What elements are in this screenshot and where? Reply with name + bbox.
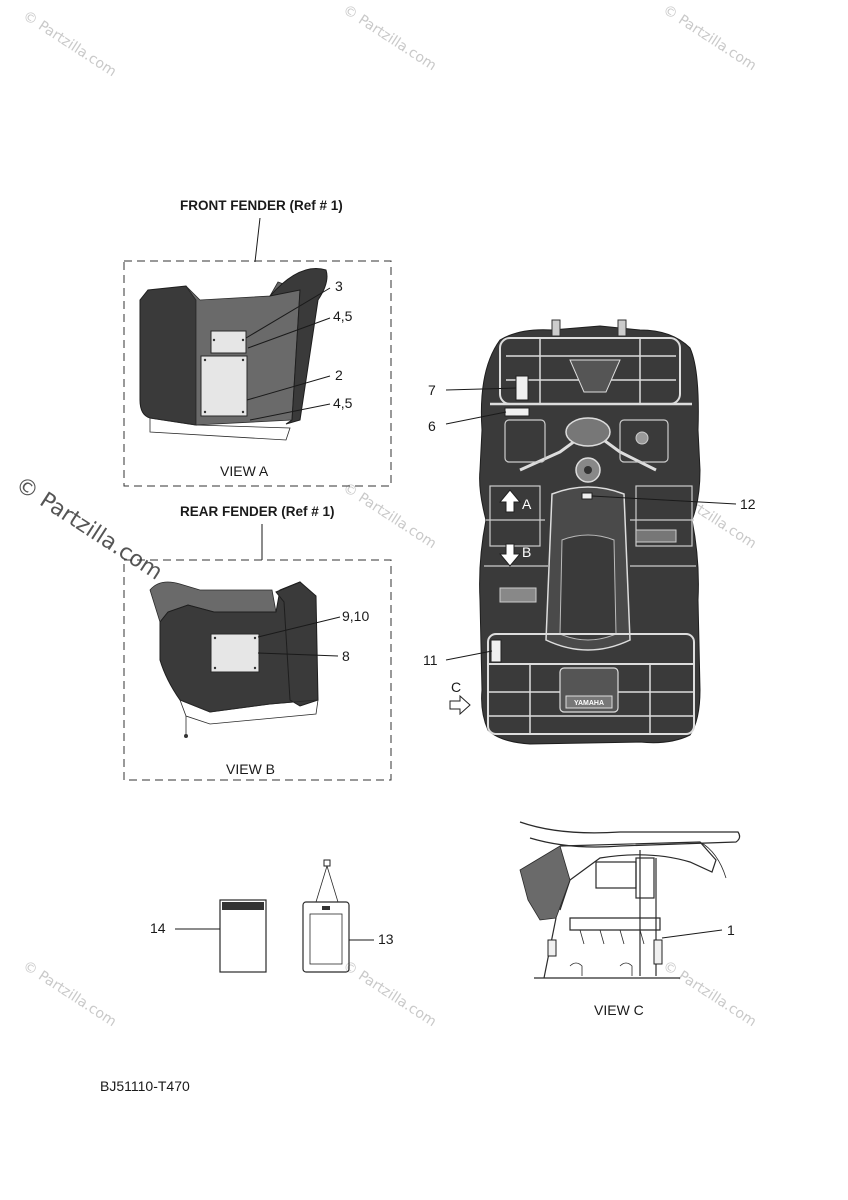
callout-label: 8 [342,648,350,664]
view-a-frame [123,260,392,487]
view-a-caption: VIEW A [220,463,269,479]
watermark-text: © Partzilla.com [20,8,119,80]
arrow-a-label: A [522,496,532,512]
callout-label: 3 [335,278,343,294]
decal-1-marker [547,939,557,957]
callout-leader [246,375,331,401]
callout-leader [249,403,331,421]
front-rack [490,319,692,406]
view-c: 1 VIEW C [519,821,741,1018]
decal-small-front [210,330,247,354]
view-a-title: FRONT FENDER (Ref # 1) [180,198,343,213]
decal-6-marker [504,407,530,417]
watermark-text: © Partzilla.com [20,958,119,1030]
view-b: REAR FENDER (Ref # 1) 9,10 8 VIEW B [123,504,392,781]
callout-label: 4,5 [333,395,353,411]
view-c-fender [519,845,571,921]
callout-label: 11 [423,652,438,668]
atv-brand-plate: YAMAHA [574,700,604,707]
decal-rear [210,633,260,673]
callout-label: 2 [335,367,343,383]
callout-label: 12 [740,496,756,512]
callout-leader [445,650,493,661]
part-13-tag [302,859,350,973]
handlebar-area [504,417,669,483]
watermark-text: © Partzilla.com [660,958,759,1030]
arrow-a: A [498,489,532,513]
fender-front-face [139,285,197,426]
decal-7-marker [515,375,529,401]
callout-leader [445,411,507,425]
callout-leader [661,929,723,939]
callout-leader [247,317,331,349]
callout-leader [257,652,339,657]
callout-label: 6 [428,418,436,434]
view-c-drawing [519,821,741,979]
arrow-b: B [498,543,531,567]
fender-wheel-arch [268,268,328,425]
view-b-caption: VIEW B [226,761,275,777]
view-c-caption: VIEW C [594,1002,644,1018]
callout-label: 1 [727,922,735,938]
callout-label: 14 [150,920,166,936]
view-b-frame [123,559,392,781]
decal-12-marker [581,492,593,500]
watermark-text: © Partzilla.com [340,958,439,1030]
watermark-text-large: © Partzilla.com [11,472,167,585]
view-b-title: REAR FENDER (Ref # 1) [180,504,335,519]
watermark-text: © Partzilla.com [340,2,439,74]
callout-leader [257,616,341,638]
loose-parts: 14 13 [150,859,394,973]
callout-leader [591,495,737,505]
callout-label: 13 [378,931,394,947]
arrow-b-label: B [522,544,531,560]
decal-11-marker [490,639,502,663]
view-c-battery-box [595,861,637,889]
rear-rack: YAMAHA [487,633,695,735]
fender-rear-end [275,581,319,707]
part-14-card [219,899,267,973]
callout-label: 9,10 [342,608,369,624]
watermark-text: © Partzilla.com [660,2,759,74]
watermark-text: © Partzilla.com [340,480,439,552]
seat-area [484,485,696,651]
fender-rear-lower [179,699,319,725]
arrow-c-label: C [451,679,461,695]
callout-label: 7 [428,382,436,398]
rear-fender-drawing [149,581,319,738]
callout-label: 4,5 [333,308,353,324]
front-fender-drawing [139,268,328,441]
callout-leader [445,387,517,391]
fender-lower-edge [149,417,291,441]
diagram-code: BJ51110-T470 [100,1078,190,1094]
view-a: FRONT FENDER (Ref # 1) 3 4,5 2 4,5 VIEW … [123,198,392,487]
decal-large-front [200,355,248,417]
arrow-c: C [449,679,471,716]
view-a-title-leader [254,217,261,263]
atv-top-view: YAMAHA A B C 7 6 12 11 [423,319,756,745]
callout-leader [245,287,331,339]
